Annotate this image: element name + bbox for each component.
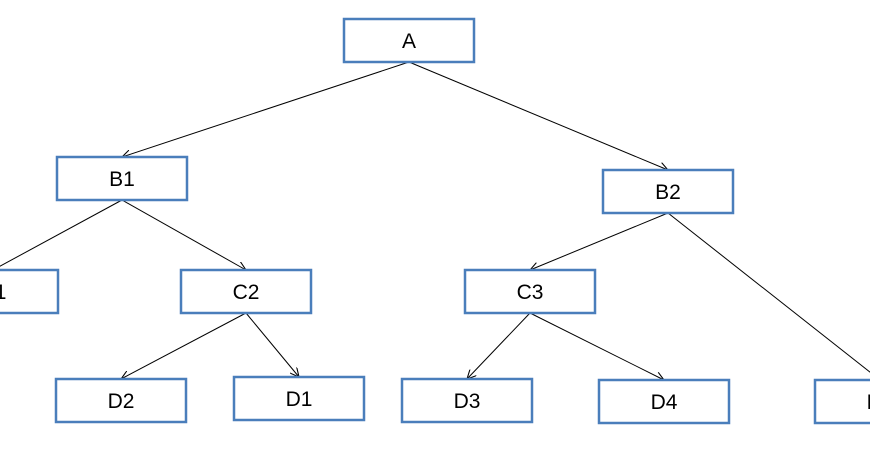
- node-box: [55, 155, 189, 202]
- edge-c3-d3: [467, 312, 531, 379]
- node-label: B2: [655, 181, 681, 204]
- node-d3: D3: [400, 377, 534, 424]
- node-b2: B2: [601, 168, 735, 215]
- node-box: [597, 378, 731, 425]
- edge-c2-d1: [245, 312, 299, 377]
- node-label: C2: [233, 281, 260, 304]
- node-box: [463, 268, 597, 315]
- edge-a-b2: [408, 61, 668, 170]
- node-c2: C2: [179, 268, 313, 315]
- node-label: C3: [517, 281, 544, 304]
- edge-b2-d5: [667, 212, 870, 373]
- node-box: [232, 375, 366, 422]
- node-c1: C1: [0, 268, 60, 315]
- node-label: D5: [867, 391, 870, 414]
- node-box: [601, 168, 735, 215]
- node-box: [54, 377, 188, 424]
- node-d2: D2: [54, 377, 188, 424]
- node-label: A: [402, 30, 416, 53]
- node-d5: D5: [813, 378, 870, 425]
- node-b1: B1: [55, 155, 189, 202]
- edges: [0, 61, 870, 380]
- node-box: [400, 377, 534, 424]
- edge-b1-c1: [0, 199, 123, 270]
- node-label: D1: [286, 388, 313, 411]
- edge-c2-d2: [121, 312, 247, 379]
- node-label: D2: [108, 390, 135, 413]
- node-box: [813, 378, 870, 425]
- node-box: [179, 268, 313, 315]
- node-c3: C3: [463, 268, 597, 315]
- node-label: C1: [0, 281, 6, 304]
- node-label: D4: [651, 391, 678, 414]
- edge-c3-d4: [529, 312, 664, 380]
- node-label: B1: [109, 168, 135, 191]
- node-box: [0, 268, 60, 315]
- edge-b2-c3: [530, 212, 669, 270]
- edge-a-b1: [122, 61, 410, 157]
- node-d4: D4: [597, 378, 731, 425]
- node-d1: D1: [232, 375, 366, 422]
- node-a: A: [342, 17, 476, 64]
- edge-b1-c2: [121, 199, 246, 270]
- node-box: [342, 17, 476, 64]
- node-label: D3: [454, 390, 481, 413]
